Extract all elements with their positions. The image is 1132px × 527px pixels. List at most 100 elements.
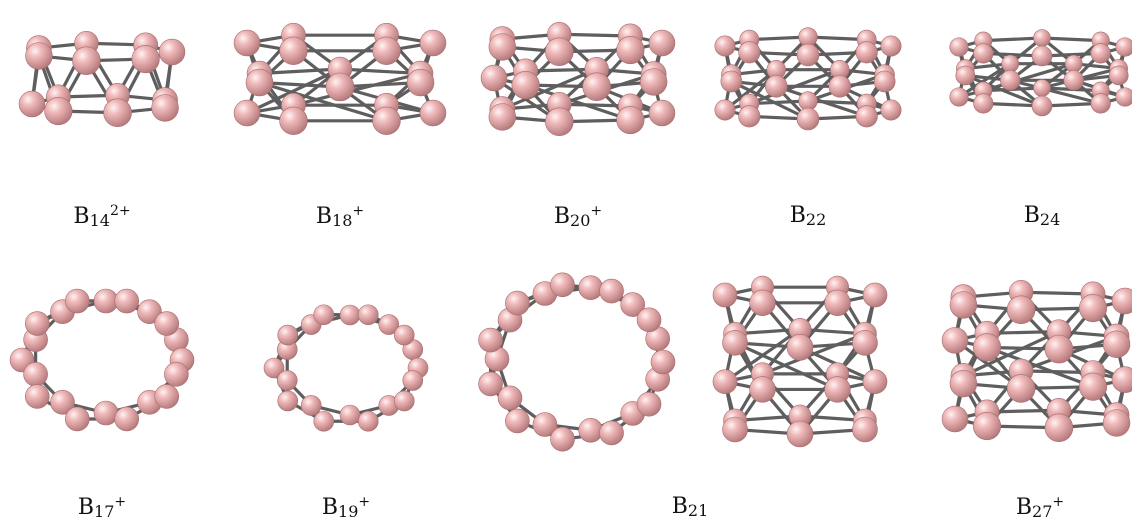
cluster-structure-b19-plus [263,304,429,432]
boron-atom [93,400,119,426]
cluster-structure-b24 [949,29,1132,117]
boron-atom [24,311,50,336]
boron-atom [545,107,574,137]
boron-atom [712,282,738,308]
boron-atom [765,75,788,98]
boron-atom [406,68,435,97]
boron-atom [972,333,1002,362]
boron-atom [1111,366,1132,393]
boron-atom [1044,334,1074,364]
boron-atom [24,384,50,409]
label-b18-plus: B18+ [315,203,365,230]
boron-atom [480,64,508,92]
bond [985,345,1095,389]
boron-atom [599,278,624,304]
boron-atom [277,324,299,346]
cluster-structure-b14-2plus [18,30,186,128]
label-b21: B21 [671,494,709,520]
boron-atom [1115,37,1132,57]
boron-atom [300,395,322,416]
boron-atom [1033,79,1051,97]
boron-atom [277,390,299,412]
boron-atom [1001,54,1020,73]
bond [961,329,1061,378]
boron-atom [1078,372,1108,401]
label-b17-plus: B17+ [77,494,127,521]
boron-atom [532,412,558,437]
boron-atom [339,304,361,326]
boron-atom [798,91,818,111]
boron-atom [154,311,180,336]
boron-atom [941,327,969,354]
bond [981,62,1076,93]
boron-atom [50,390,75,415]
boron-atom [1063,70,1085,91]
boron-atom [419,29,447,57]
boron-atom [949,37,969,57]
boron-atom [1031,95,1053,117]
boron-atom [648,29,676,57]
bond [257,80,389,123]
boron-atom [276,370,298,391]
boron-atom [798,27,818,47]
boron-atom [1078,293,1108,323]
boron-atom [636,391,662,417]
boron-atom [578,275,603,301]
boron-atom [497,385,523,411]
boron-atom [796,107,820,131]
boron-atom [616,105,645,135]
boron-atom [880,99,902,121]
label-b20-plus: B20+ [553,203,603,230]
boron-atom [357,410,379,432]
boron-atom [545,37,574,67]
boron-atom [828,75,851,98]
boron-atom [786,420,814,448]
boron-atom [1033,29,1051,47]
boron-atom [372,36,401,65]
boron-atom [714,99,736,121]
label-b27-plus: B27+ [1015,494,1065,521]
bond [729,79,810,121]
boron-atom [64,288,90,314]
cluster-structure-b21-ring [478,272,676,452]
boron-atom [786,334,814,361]
boron-atom [402,370,424,391]
boron-atom [154,384,180,409]
boron-atom [372,106,401,135]
boron-atom [245,68,274,97]
boron-atom [164,362,189,387]
cluster-structure-b18-plus [233,22,447,135]
label-b24: B24 [1023,203,1061,229]
boron-atom [114,406,140,432]
boron-atom [639,68,668,96]
boron-atom [550,426,575,452]
boron-atom [233,99,261,127]
boron-atom [1108,65,1129,86]
boron-atom [378,314,400,335]
cluster-structure-b27-plus [941,279,1132,443]
boron-atom [1031,45,1053,67]
boron-atom [973,43,994,64]
boron-atom [44,96,73,126]
boron-atom [478,327,503,353]
boron-atom [852,330,878,356]
bond [500,67,599,111]
label-b19-plus: B19+ [321,494,371,521]
boron-atom [25,42,53,70]
boron-atom [972,411,1002,441]
boron-atom [1090,93,1111,114]
boron-atom [357,304,379,326]
boron-atom [855,41,878,64]
bond [1008,78,1103,105]
boron-atom [478,371,503,397]
boron-atom [233,29,261,57]
boron-atom [1044,413,1074,443]
boron-atom [648,99,676,127]
boron-atom [714,35,736,57]
boron-atom [955,65,976,86]
boron-atom [1064,54,1083,73]
bond [291,71,423,107]
boron-atom [419,99,447,127]
boron-atom [722,416,748,443]
